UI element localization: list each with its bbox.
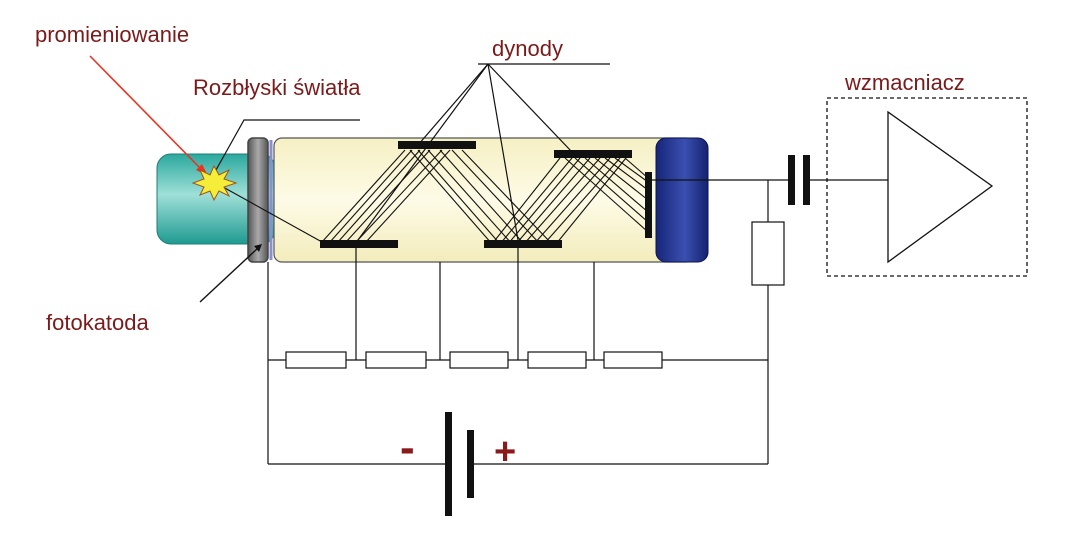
dynode-2 (398, 141, 476, 149)
capacitor-icon (788, 155, 810, 205)
amplifier-box (826, 97, 1028, 277)
resistor-icon (603, 351, 663, 369)
dynode-1 (320, 240, 398, 248)
plus-sign: + (494, 431, 516, 473)
dynode-pointer-lines (357, 63, 610, 241)
electron-trajectories (213, 149, 649, 245)
starburst-icon (191, 164, 238, 202)
anode-plate (645, 172, 652, 238)
resistor-icon (285, 351, 347, 369)
resistor-icon (449, 351, 509, 369)
output-circuit (268, 179, 888, 465)
photocathode-window (247, 137, 269, 263)
anode-cap (655, 137, 709, 263)
voltage-divider (267, 248, 768, 464)
divider-resistors (285, 351, 663, 369)
amplifier-label: wzmacniacz (844, 70, 965, 95)
minus-sign: - (400, 423, 415, 472)
flashes-label: Rozbłyski światła (193, 75, 361, 100)
resistor-icon (365, 351, 427, 369)
dynode-4 (554, 150, 632, 158)
load-resistor (751, 221, 785, 286)
flashes-pointer-line (215, 119, 360, 171)
photocathode-pointer (199, 244, 262, 303)
battery-icon (445, 412, 474, 516)
dynode-3 (484, 240, 562, 248)
dynodes (320, 141, 652, 248)
photocathode-label: fotokatoda (46, 310, 150, 335)
triangle-amplifier-icon (887, 110, 994, 264)
resistor-icon (527, 351, 587, 369)
radiation-arrow (89, 55, 208, 176)
radiation-label: promieniowanie (35, 22, 189, 47)
dynodes-label: dynody (492, 36, 563, 61)
